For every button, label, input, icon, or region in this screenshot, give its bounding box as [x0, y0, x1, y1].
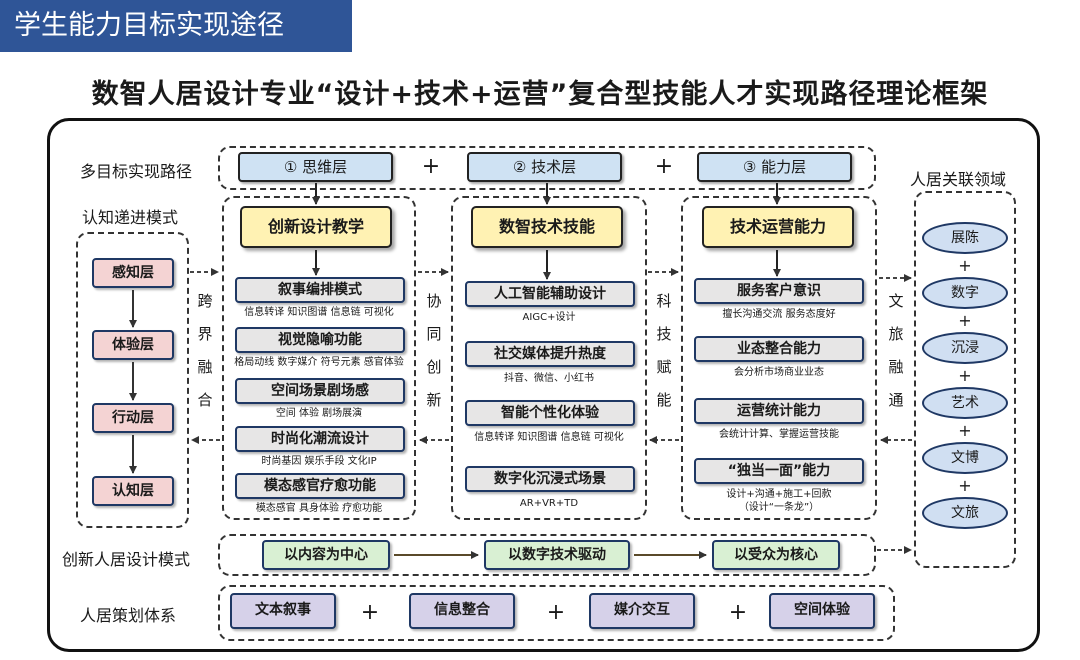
module-personalized-experience-sub: 信息转译 知识图谱 信息链 可视化: [474, 432, 624, 443]
connector-char: 跨: [197, 292, 213, 310]
connector-char: 协: [426, 292, 442, 310]
plus-sign: +: [958, 366, 972, 385]
planning-media-interaction: 媒介交互: [589, 593, 695, 629]
module-business-integration: 业态整合能力: [694, 336, 864, 362]
connector-char: 赋: [656, 358, 672, 376]
module-personalized-experience: 智能个性化体验: [465, 400, 635, 426]
planning-region: [218, 585, 895, 641]
section-banner: 学生能力目标实现途径: [0, 0, 352, 52]
module-immersive-scene-sub: AR+VR+TD: [519, 498, 579, 509]
module-visual-metaphor-sub: 格局动线 数字媒介 符号元素 感官体验: [234, 357, 404, 368]
module-social-media: 社交媒体提升热度: [465, 341, 635, 367]
connector-char: 创: [426, 358, 442, 376]
module-customer-service: 服务客户意识: [694, 278, 864, 304]
module-independent: “独当一面”能力: [694, 458, 864, 484]
module-narrative-sub: 信息转译 知识图谱 信息链 可视化: [244, 307, 394, 318]
module-customer-service-sub: 擅长沟通交流 服务态度好: [722, 309, 836, 320]
module-independent-sub2: （设计“一条龙”）: [738, 502, 820, 513]
connector-char: 融: [888, 358, 904, 376]
module-fashion-trend: 时尚化潮流设计: [235, 426, 405, 452]
module-fashion-trend-sub: 时尚基因 娱乐手段 文化IP: [261, 456, 377, 467]
cognitive-cognition: 认知层: [92, 476, 174, 506]
connector-char: 科: [656, 292, 672, 310]
plus-sign: +: [546, 600, 566, 625]
connector-tech-empower: 科 技 赋 能: [652, 285, 676, 417]
module-narrative: 叙事编排模式: [235, 277, 405, 303]
module-sensory-healing-sub: 模态感官 具身体验 疗愈功能: [255, 503, 383, 514]
layer-thinking: ① 思维层: [238, 152, 393, 182]
column-title-design-teaching: 创新设计教学: [240, 206, 392, 248]
domain-exhibition: 展陈: [922, 222, 1008, 254]
module-sensory-healing: 模态感官疗愈功能: [235, 473, 405, 499]
plus-sign: +: [958, 256, 972, 275]
innovation-region: [218, 534, 876, 576]
cognitive-perception: 感知层: [92, 258, 174, 288]
module-space-theatre-sub: 空间 体验 剧场展演: [275, 408, 363, 419]
plus-sign: +: [654, 154, 674, 179]
innovation-content-centered: 以内容为中心: [262, 540, 390, 570]
plus-sign: +: [958, 311, 972, 330]
module-visual-metaphor: 视觉隐喻功能: [235, 327, 405, 353]
column-title-operation: 技术运营能力: [702, 206, 854, 248]
connector-char: 文: [888, 292, 904, 310]
domain-digital: 数字: [922, 277, 1008, 309]
plus-sign: +: [958, 421, 972, 440]
label-planning: 人居策划体系: [80, 606, 177, 625]
layer-ability: ③ 能力层: [697, 152, 852, 182]
connector-char: 新: [426, 391, 442, 409]
connector-char: 同: [426, 325, 442, 343]
innovation-audience-core: 以受众为核心: [712, 540, 840, 570]
module-independent-sub: 设计+沟通+施工+回款: [726, 489, 832, 500]
page-title: 数智人居设计专业“设计+技术+运营”复合型技能人才实现路径理论框架: [91, 79, 989, 110]
label-multi-path: 多目标实现路径: [80, 162, 193, 181]
framework-frame: [47, 118, 1040, 652]
connector-char: 旅: [888, 325, 904, 343]
domain-museum: 文博: [922, 442, 1008, 474]
label-cognitive: 认知递进模式: [82, 208, 179, 227]
plus-sign: +: [360, 600, 380, 625]
label-innovation-model: 创新人居设计模式: [62, 550, 191, 569]
domain-immersive: 沉浸: [922, 332, 1008, 364]
connector-cross-border: 跨 界 融 合: [193, 285, 217, 417]
planning-space-experience: 空间体验: [769, 593, 875, 629]
domain-culture-tourism: 文旅: [922, 497, 1008, 529]
plus-sign: +: [958, 476, 972, 495]
cognitive-action: 行动层: [92, 403, 174, 433]
innovation-tech-driven: 以数字技术驱动: [484, 540, 630, 570]
module-social-media-sub: 抖音、微信、小红书: [504, 373, 594, 384]
connector-char: 能: [656, 391, 672, 409]
layer-technology: ② 技术层: [467, 152, 622, 182]
planning-text-narrative: 文本叙事: [230, 593, 336, 629]
module-operation-stats: 运营统计能力: [694, 398, 864, 424]
connector-char: 通: [888, 391, 904, 409]
module-business-integration-sub: 会分析市场商业业态: [734, 367, 824, 378]
planning-info-integration: 信息整合: [409, 593, 515, 629]
module-ai-design: 人工智能辅助设计: [465, 281, 635, 307]
connector-char: 合: [197, 391, 213, 409]
module-space-theatre: 空间场景剧场感: [235, 378, 405, 404]
module-operation-stats-sub: 会统计计算、掌握运营技能: [719, 429, 839, 440]
column-title-digital-tech: 数智技术技能: [471, 206, 623, 248]
plus-sign: +: [728, 600, 748, 625]
connector-collaborative: 协 同 创 新: [422, 285, 446, 417]
connector-char: 界: [197, 325, 213, 343]
module-ai-design-sub: AIGC+设计: [522, 312, 576, 323]
plus-sign: +: [421, 154, 441, 179]
connector-culture-tourism: 文 旅 融 通: [884, 285, 908, 417]
label-related: 人居关联领域: [910, 170, 1007, 189]
connector-char: 技: [656, 325, 672, 343]
cognitive-region: [76, 232, 189, 528]
domain-art: 艺术: [922, 387, 1008, 419]
cognitive-experience: 体验层: [92, 330, 174, 360]
connector-char: 融: [197, 358, 213, 376]
module-immersive-scene: 数字化沉浸式场景: [465, 466, 635, 492]
domain-region: [914, 191, 1016, 568]
